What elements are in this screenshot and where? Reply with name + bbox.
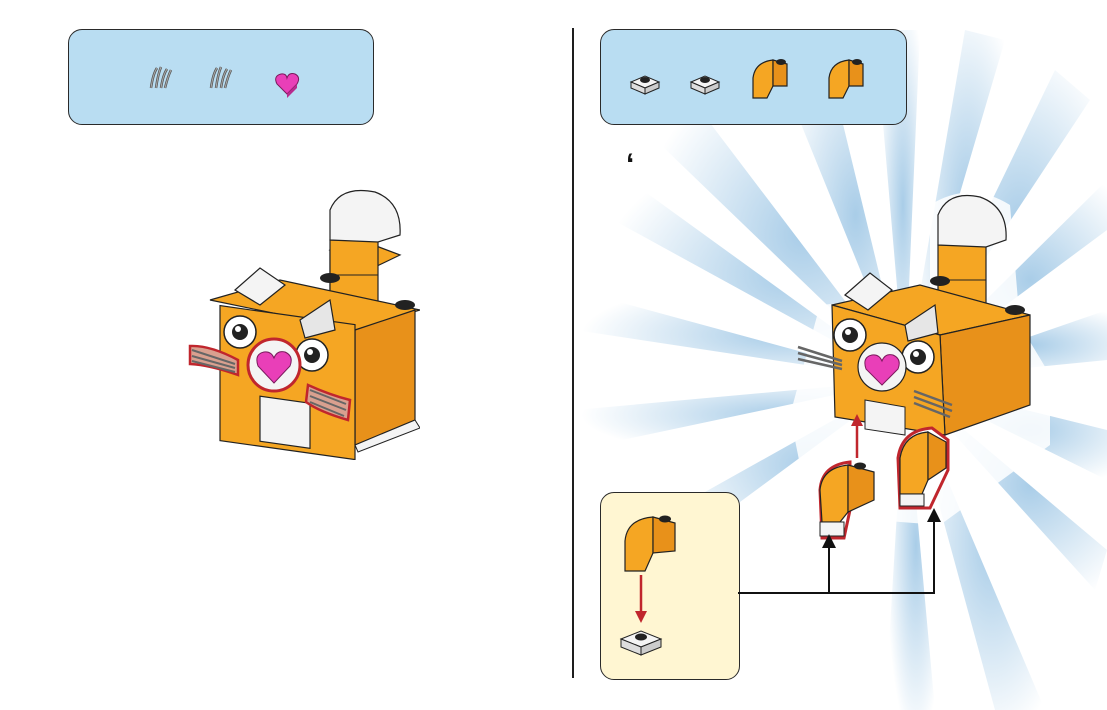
curved-slope-icon bbox=[753, 59, 787, 98]
parts-list-right bbox=[601, 30, 906, 124]
parts-callout-right bbox=[600, 29, 907, 125]
parts-list-left bbox=[69, 30, 373, 124]
sub-assembly-callout bbox=[600, 492, 740, 680]
sub-assembly-diagram bbox=[601, 493, 739, 679]
attach-arrow-down bbox=[635, 575, 647, 623]
page-divider bbox=[572, 28, 574, 678]
parts-callout-left bbox=[68, 29, 374, 125]
attach-arrow-up bbox=[851, 414, 863, 458]
curved-slope-icon bbox=[625, 516, 675, 572]
cat-eye-right bbox=[902, 341, 934, 373]
cat-nose bbox=[248, 339, 300, 391]
heart-tile-icon bbox=[276, 74, 299, 99]
plate-icon bbox=[631, 76, 659, 94]
whisker-icon bbox=[211, 67, 231, 88]
curved-slope-icon bbox=[829, 59, 863, 98]
cat-eye-left bbox=[224, 316, 256, 348]
sub-assembly-connector bbox=[738, 500, 948, 600]
whisker-icon bbox=[151, 67, 171, 88]
step-number: ʻ bbox=[626, 150, 634, 180]
cat-model-left bbox=[180, 180, 420, 460]
cat-nose bbox=[858, 343, 906, 391]
plate-icon bbox=[621, 631, 661, 655]
leg-piece-right bbox=[898, 428, 948, 508]
cat-eye-left bbox=[834, 319, 866, 351]
plate-icon bbox=[691, 76, 719, 94]
